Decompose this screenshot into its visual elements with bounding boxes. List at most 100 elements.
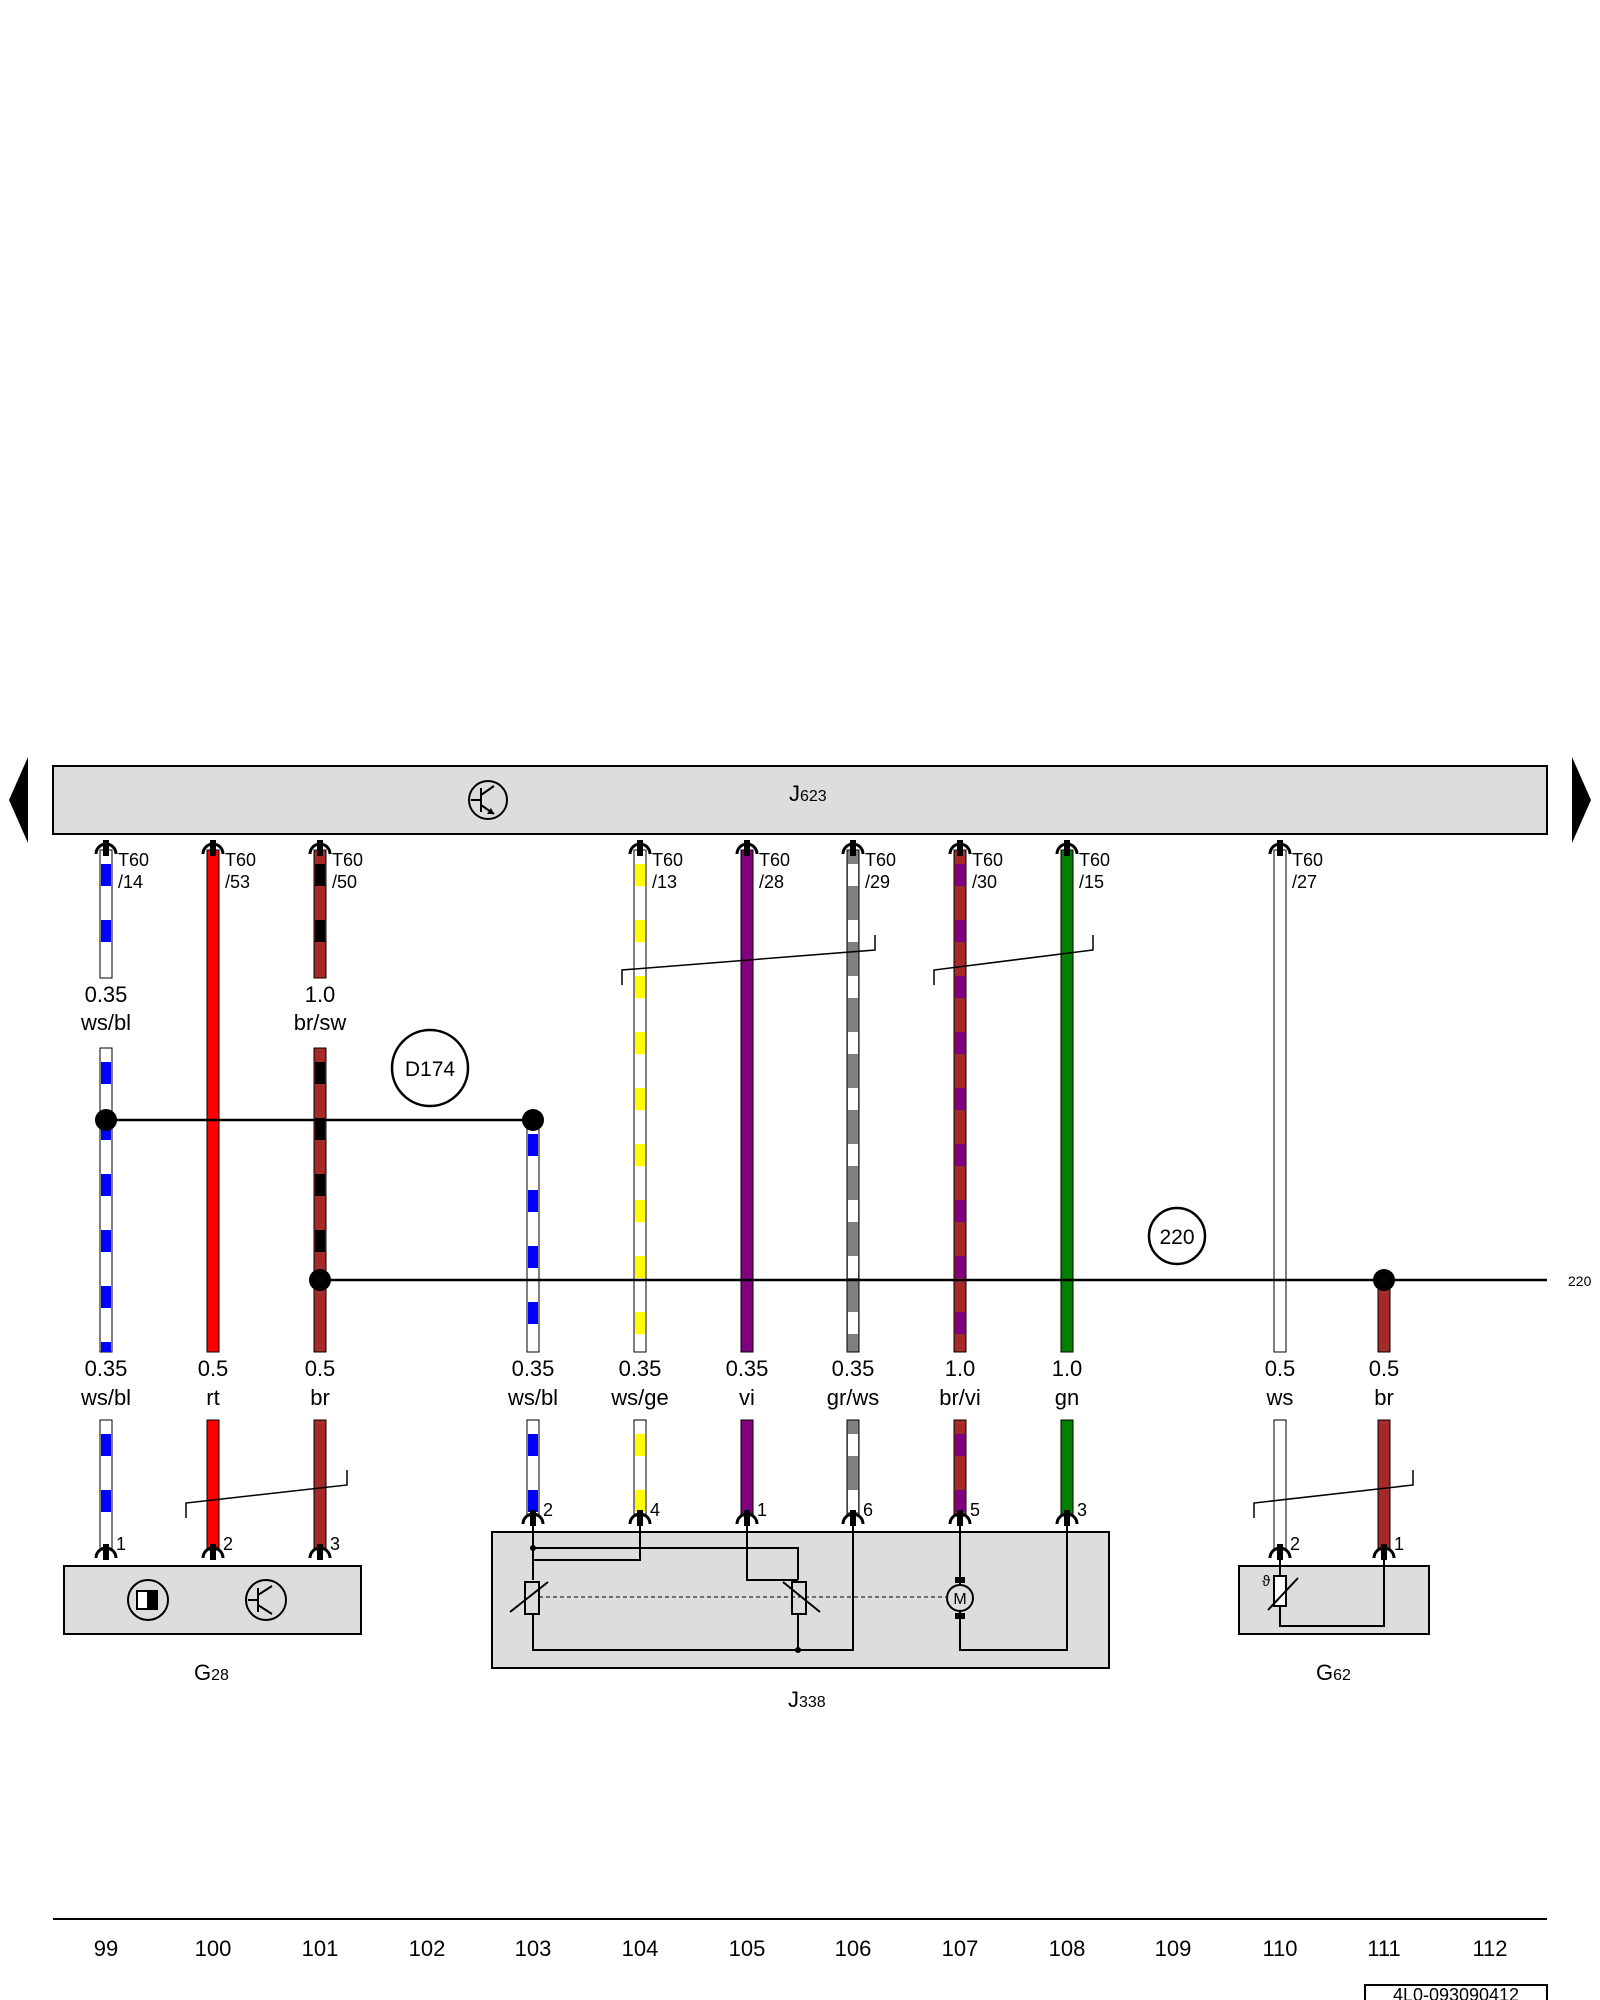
wire-ws-bl (526, 1119, 540, 1353)
wire-size-label: 0.5 (305, 1356, 336, 1381)
shield-bracket (621, 935, 876, 985)
g62-temp-symbol: ϑ (1262, 1573, 1271, 1590)
connector-icon (1055, 840, 1079, 856)
scale-number: 101 (302, 1936, 339, 1961)
wire-size-label: 0.35 (619, 1356, 662, 1381)
connector-icon (201, 1544, 225, 1560)
g28-label: G28 (194, 1660, 229, 1685)
scale-number: 100 (195, 1936, 232, 1961)
wire-ws (1273, 849, 1287, 1353)
wire-color-label: br (310, 1385, 330, 1410)
wire-br-sw (313, 849, 327, 979)
connector-icon (201, 840, 225, 856)
connector-icon (948, 1510, 972, 1526)
connector-icon (521, 1510, 545, 1526)
wire-color-label: ws/bl (507, 1385, 558, 1410)
scale-number: 104 (622, 1936, 659, 1961)
junction-point (95, 1109, 117, 1131)
wire-gn (1060, 849, 1074, 1353)
scale-number: 107 (942, 1936, 979, 1961)
wire-size-label: 1.0 (305, 982, 336, 1007)
hall-sensor-icon (127, 1579, 169, 1621)
junction-point (309, 1269, 331, 1291)
scale-number: 108 (1049, 1936, 1086, 1961)
connector-icon (1268, 1544, 1292, 1560)
ground-220-marker (1147, 1206, 1207, 1266)
temperature-sensor-icon (1267, 1556, 1385, 1627)
j338-pin-number: 5 (970, 1500, 980, 1520)
pin-label: T60/30 (972, 850, 1003, 892)
connector-icon (94, 840, 118, 856)
junction-point (530, 1545, 536, 1551)
prev-page-arrow-icon[interactable] (9, 757, 28, 843)
scale-number: 112 (1472, 1936, 1507, 1961)
splice-d174-marker (390, 1028, 470, 1108)
ground-220-label: 220 (1159, 1226, 1194, 1249)
component-g62 (1238, 1565, 1430, 1635)
pin-label: T60/50 (332, 850, 363, 892)
g28-pin-number: 3 (330, 1534, 340, 1554)
shield-bracket (1253, 1470, 1414, 1518)
connector-icon (1055, 1510, 1079, 1526)
wire-color-label: ws/bl (80, 1385, 131, 1410)
j338-label: J338 (788, 1687, 826, 1712)
pin-label: T60/27 (1292, 850, 1323, 892)
wire-gr-ws (846, 849, 860, 1353)
j338-pin-number: 2 (543, 1500, 553, 1520)
wire-color-label: gn (1055, 1385, 1079, 1410)
control-unit-j623 (52, 765, 1548, 835)
scale-number: 110 (1262, 1936, 1297, 1961)
wire-size-label: 0.5 (198, 1356, 229, 1381)
wire-size-label: 0.35 (85, 1356, 128, 1381)
scale-number: 109 (1155, 1936, 1192, 1961)
wire-size-label: 1.0 (945, 1356, 976, 1381)
component-g28 (63, 1565, 362, 1635)
g28-pin-number: 1 (116, 1534, 126, 1554)
wire-color-label: br/sw (294, 1010, 347, 1035)
scale-number: 103 (515, 1936, 552, 1961)
wire-rt (206, 849, 220, 1353)
junction-point (1373, 1269, 1395, 1291)
pin-label: T60/28 (759, 850, 790, 892)
scale-number: 106 (835, 1936, 872, 1961)
wire-size-label: 1.0 (1052, 1356, 1083, 1381)
j338-pin-number: 3 (1077, 1500, 1087, 1520)
wire-ws (1273, 1419, 1287, 1551)
g62-pin-number: 1 (1394, 1534, 1404, 1554)
splice-d174-label: D174 (405, 1058, 456, 1081)
wire-ws-bl (99, 1047, 113, 1353)
next-page-arrow-icon[interactable] (1572, 757, 1591, 843)
g62-pin-number: 2 (1290, 1534, 1300, 1554)
wire-size-label: 0.35 (726, 1356, 769, 1381)
connector-icon (308, 840, 332, 856)
wire-color-label: vi (739, 1385, 755, 1410)
connector-icon (308, 1544, 332, 1560)
g62-label: G62 (1316, 1660, 1351, 1685)
j623-label: J623 (789, 781, 827, 806)
scale-number: 99 (94, 1936, 118, 1961)
j338-circuit (509, 1520, 1068, 1651)
wire-rt (206, 1419, 220, 1551)
junction-point (795, 1647, 801, 1653)
scale-number: 105 (729, 1936, 766, 1961)
component-j338 (491, 1531, 1110, 1669)
wire-br-vi (953, 1419, 967, 1517)
connector-icon (94, 1544, 118, 1560)
wire-color-label: gr/ws (827, 1385, 880, 1410)
wire-size-label: 0.35 (832, 1356, 875, 1381)
doc-id-box (1364, 1984, 1548, 2000)
wire-size-label: 0.35 (512, 1356, 555, 1381)
scale-number: 102 (409, 1936, 446, 1961)
wire-color-label: ws (1266, 1385, 1294, 1410)
wire-color-label: ws/ge (610, 1385, 668, 1410)
wire-vi (740, 1419, 754, 1517)
wire-size-label: 0.5 (1265, 1356, 1296, 1381)
wire-size-label: 0.5 (1369, 1356, 1400, 1381)
motor-icon: M (953, 1591, 966, 1608)
wire-color-label: ws/bl (80, 1010, 131, 1035)
pin-label: T60/13 (652, 850, 683, 892)
wire-ws-bl (526, 1419, 540, 1517)
pin-label: T60/53 (225, 850, 256, 892)
wire-ws-bl (99, 849, 113, 979)
